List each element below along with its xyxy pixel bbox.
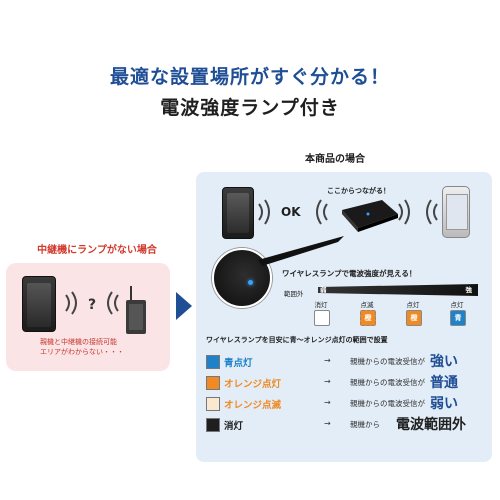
- legend-desc: 親機からの電波受信が: [350, 399, 425, 408]
- lamp-zoom-icon: [212, 248, 272, 308]
- placement-guide: ワイヤレスランプを目安に青〜オレンジ点灯の範囲で設置: [206, 336, 388, 344]
- wifi-waves-icon: [107, 291, 119, 315]
- strong-label: 強: [465, 286, 473, 294]
- weak-label: 弱: [320, 286, 327, 294]
- legend-level: 電波範囲外: [396, 417, 466, 433]
- legend-row-orange: オレンジ点灯 → 親機からの電波受信が 普通: [206, 373, 486, 393]
- arrow-icon: →: [324, 398, 331, 407]
- router-icon: [222, 187, 254, 239]
- swatch: [206, 418, 220, 432]
- legend-name: オレンジ点灯: [224, 379, 282, 390]
- repeater-device-icon: [342, 200, 398, 232]
- wifi-waves-icon: [426, 199, 438, 225]
- question-mark: ?: [88, 297, 97, 313]
- swatch: [206, 355, 220, 369]
- arrow-icon: →: [324, 356, 331, 365]
- state-label: 点灯: [406, 301, 420, 309]
- caption-line2: エリアがわからない・・・: [40, 348, 124, 356]
- legend-desc: 親機からの電波受信が: [350, 378, 425, 387]
- state-box-off: [314, 310, 330, 326]
- state-label: 点灯: [450, 301, 464, 309]
- legend-name: 青点灯: [224, 358, 253, 369]
- legend-name: オレンジ点滅: [224, 400, 282, 411]
- repeater-icon: [126, 286, 146, 334]
- wifi-waves-icon: [316, 199, 328, 225]
- state-label: 消灯: [314, 301, 328, 309]
- no-lamp-caption: 親機と中継機の接続可能 エリアがわからない・・・: [40, 337, 124, 357]
- no-lamp-title: 中継機にランプがない場合: [37, 245, 157, 256]
- router-icon: [22, 276, 56, 332]
- arrow-icon: →: [324, 377, 331, 386]
- connect-here-label: ここからつながる！: [327, 187, 390, 195]
- swatch: [206, 376, 220, 390]
- state-label: 点滅: [360, 301, 374, 309]
- legend-row-orange-blink: オレンジ点滅 → 親機からの電波受信が 弱い: [206, 394, 486, 414]
- legend-level: 強い: [430, 354, 458, 370]
- smartphone-icon: [442, 186, 470, 238]
- headline-line1: 最適な設置場所がすぐ分かる！: [109, 66, 390, 88]
- wifi-waves-icon: [258, 199, 270, 225]
- ok-label: OK: [281, 205, 301, 219]
- legend-level: 普通: [430, 375, 458, 391]
- swatch: [206, 397, 220, 411]
- legend-name: 消灯: [224, 421, 244, 432]
- state-box-blue: 青: [450, 310, 466, 326]
- zoom-pointer: [258, 236, 344, 266]
- strength-heading: ワイヤレスランプで電波強度が見える！: [282, 269, 417, 278]
- strength-gradient-bar: 弱 強: [318, 284, 478, 296]
- range-out-label: 範囲外: [284, 290, 304, 298]
- legend-desc: 親機からの電波受信が: [350, 357, 425, 366]
- headline-line2: 電波強度ランプ付き: [160, 97, 340, 119]
- arrow-icon: →: [324, 419, 331, 428]
- chevron-right-icon: [176, 292, 192, 320]
- wifi-waves-icon: [398, 199, 410, 225]
- legend-row-off: 消灯 → 親機から 電波範囲外: [206, 415, 486, 435]
- legend-row-blue: 青点灯 → 親機からの電波受信が 強い: [206, 352, 486, 372]
- state-box-orange-blink: 橙: [360, 310, 376, 326]
- legend-desc: 親機から: [350, 420, 380, 429]
- caption-line1: 親機と中継機の接続可能: [40, 338, 117, 346]
- legend-level: 弱い: [430, 396, 458, 412]
- wifi-waves-icon: [65, 291, 77, 315]
- this-product-title: 本商品の場合: [305, 154, 365, 165]
- state-box-orange: 橙: [406, 310, 422, 326]
